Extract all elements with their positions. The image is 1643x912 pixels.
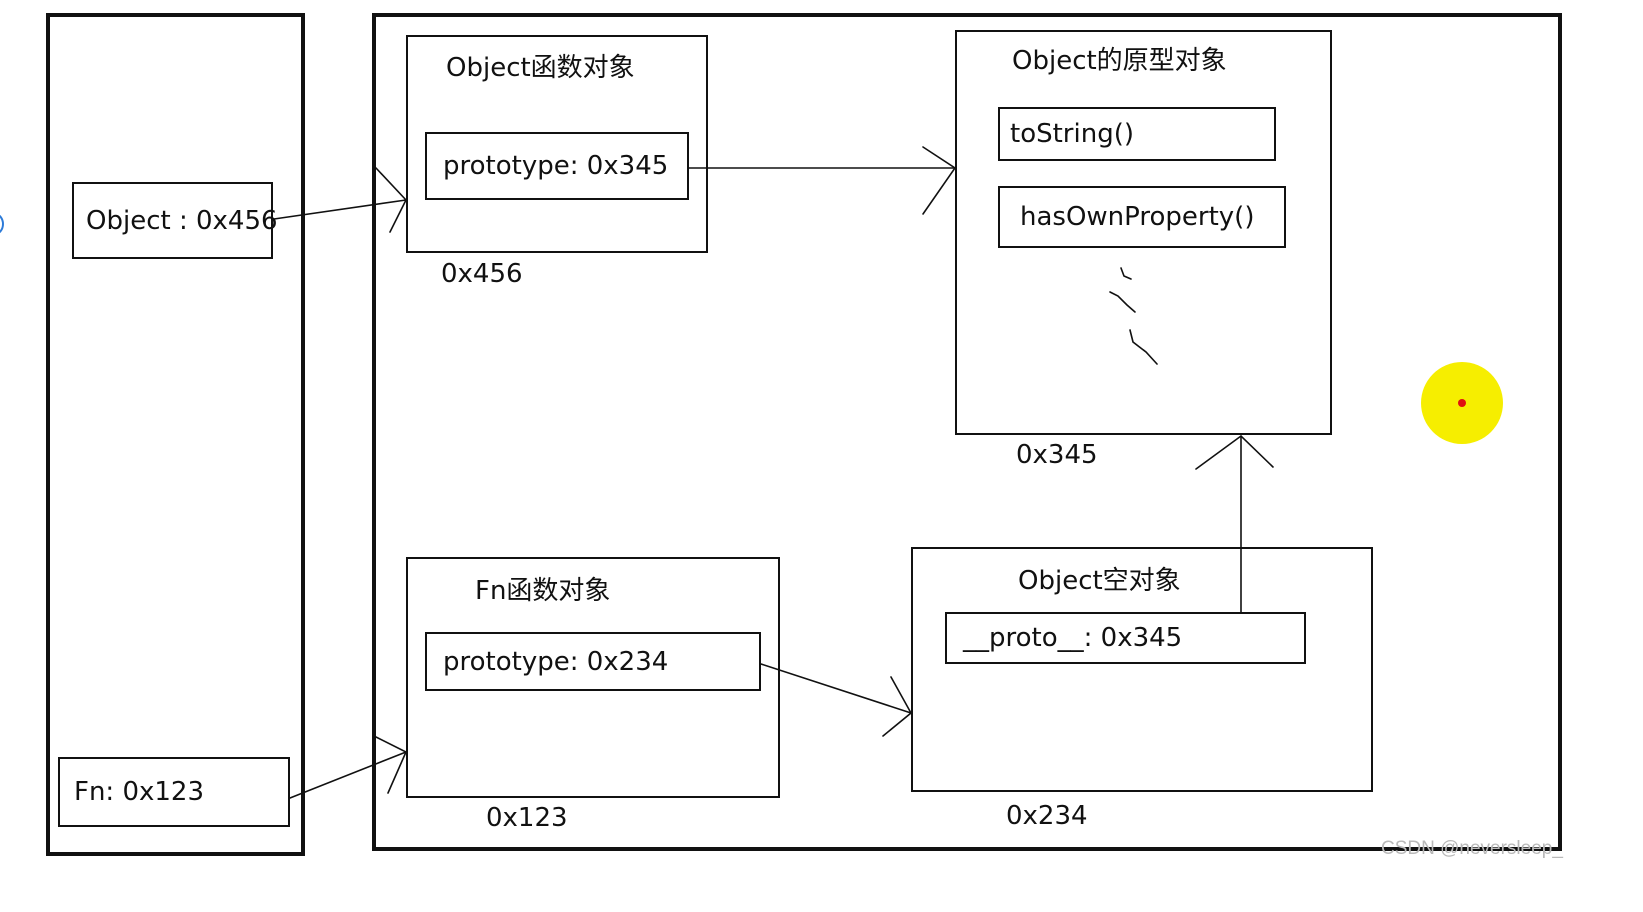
watermark: CSDN @neversleep_: [1381, 838, 1563, 859]
object-prototype-address: 0x345: [1016, 440, 1098, 470]
fn-function-prototype: prototype: 0x234: [425, 632, 761, 691]
stack-frame: [46, 13, 305, 856]
empty-object-address: 0x234: [1006, 801, 1088, 831]
edge-partial-mark: [0, 213, 4, 235]
cursor-center: [1458, 399, 1466, 407]
empty-object-proto: __proto__: 0x345: [945, 612, 1306, 664]
object-function-address: 0x456: [441, 259, 523, 289]
stack-var-object: Object : 0x456: [72, 182, 278, 259]
cursor-highlight: [1421, 362, 1503, 444]
empty-object-title: Object空对象: [1018, 566, 1181, 596]
object-function-title: Object函数对象: [446, 53, 635, 83]
heap-frame: [372, 13, 1562, 851]
method-tostring: toString(): [998, 107, 1276, 161]
object-function-box: [406, 35, 708, 253]
empty-object-box: [911, 547, 1373, 792]
method-hasownproperty: hasOwnProperty(): [998, 186, 1286, 248]
object-prototype-box: [955, 30, 1332, 435]
object-function-prototype: prototype: 0x345: [425, 132, 689, 200]
fn-function-address: 0x123: [486, 803, 568, 833]
fn-function-title: Fn函数对象: [475, 576, 611, 606]
object-prototype-title: Object的原型对象: [1012, 46, 1227, 76]
stack-var-fn: Fn: 0x123: [58, 757, 290, 827]
